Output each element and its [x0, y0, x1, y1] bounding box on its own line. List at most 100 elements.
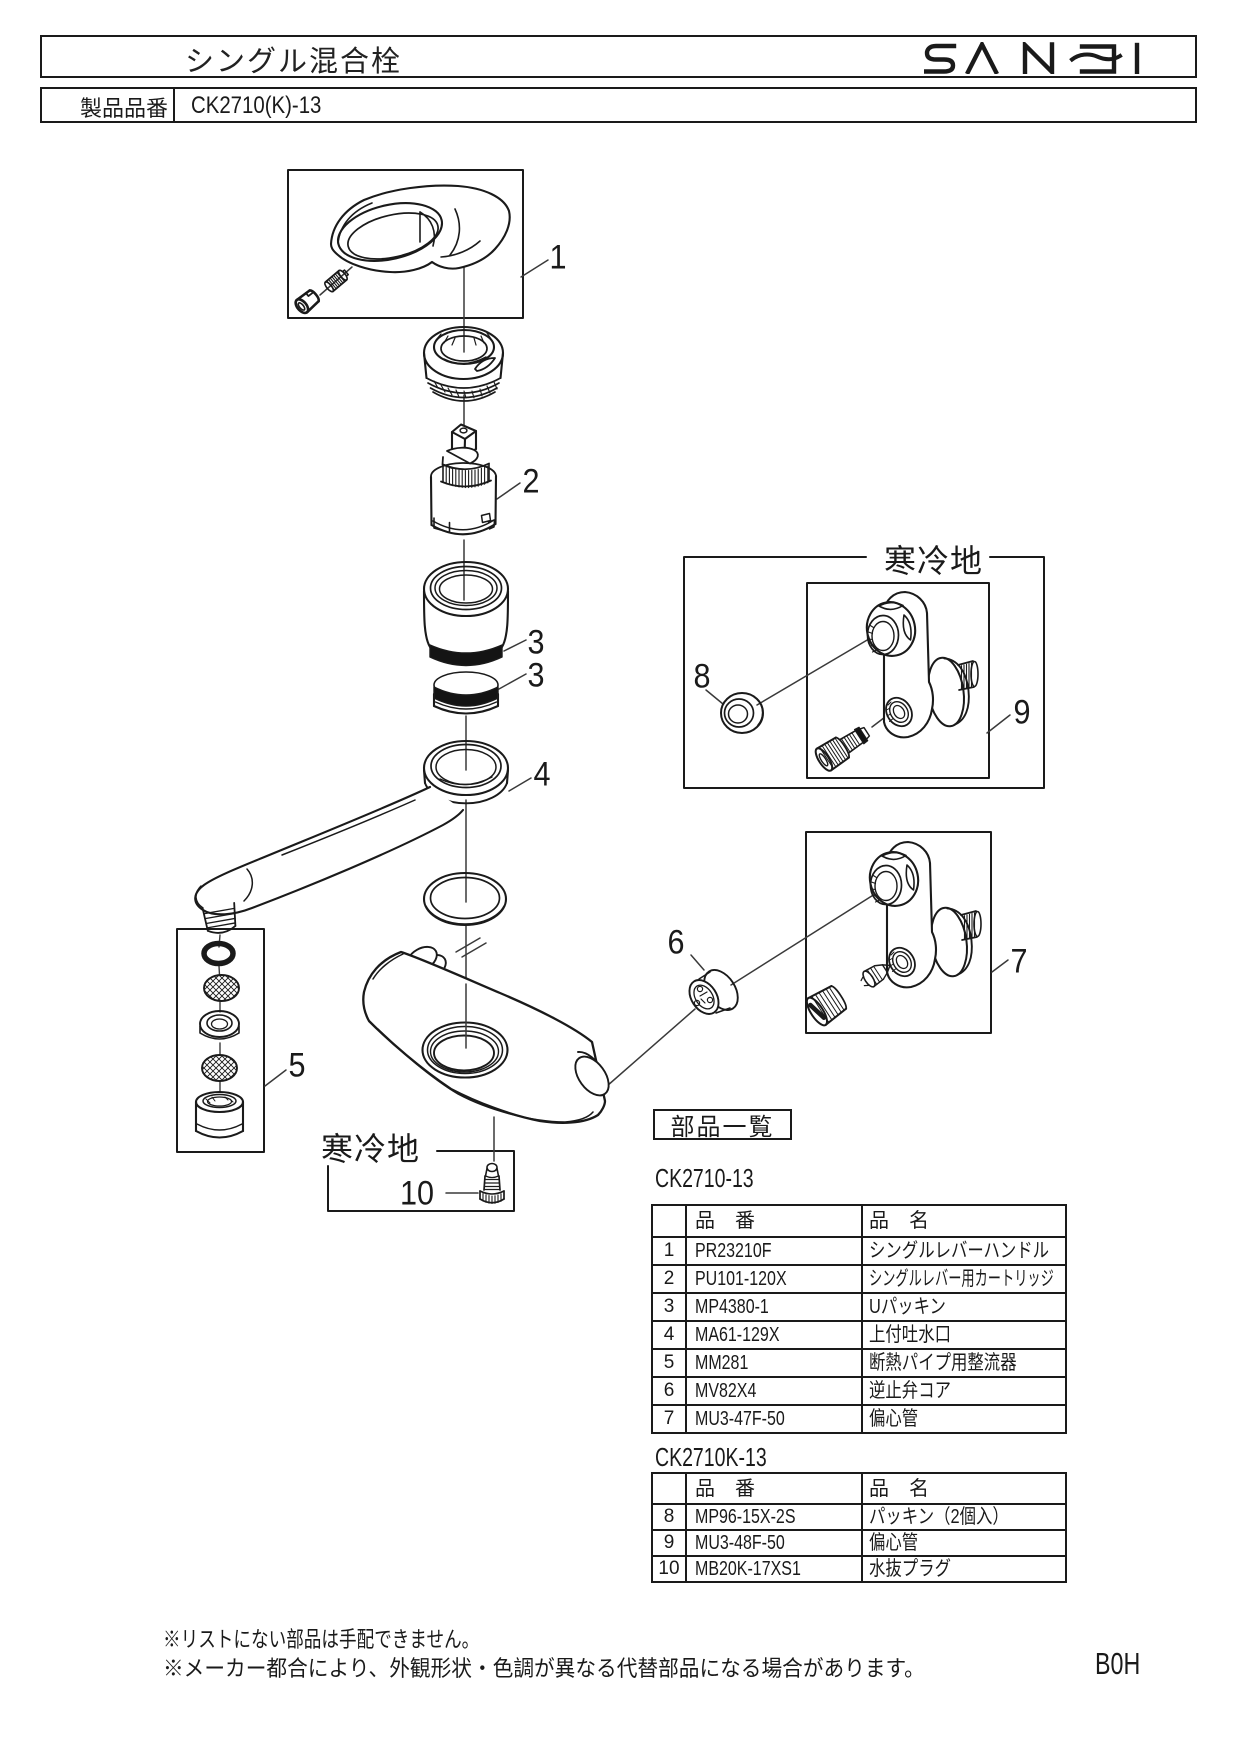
row-no: 10 [651, 1555, 687, 1583]
row-name-text: 水抜プラグ [869, 1558, 951, 1580]
model-2-label: CK2710K-13 [655, 1442, 767, 1472]
row-no: 7 [651, 1404, 687, 1434]
aerator-stack-drawing [194, 934, 245, 1139]
row-name-text: パッキン（2個入） [869, 1506, 1009, 1528]
page-title: シングル混合栓 [185, 46, 403, 78]
callout-9: 9 [1013, 693, 1031, 732]
sanei-logo [924, 42, 1140, 74]
row-name-text: 偏心管 [869, 1532, 919, 1554]
row-no: 6 [651, 1376, 687, 1406]
row-code-text: MU3-48F-50 [695, 1532, 785, 1554]
row-name: シングルレバー用カートリッジ [861, 1264, 1067, 1294]
callout-10: 10 [399, 1174, 435, 1213]
row-code-text: MM281 [695, 1352, 749, 1374]
callout-6: 6 [667, 923, 685, 962]
row-name-text: シングルレバーハンドル [869, 1240, 1050, 1262]
row-code: MA61-129X [685, 1320, 863, 1350]
callout-2: 2 [522, 462, 540, 501]
row-no: 8 [651, 1503, 687, 1531]
bezel-ring-drawing [422, 325, 505, 402]
t1-col-name: 品 名 [861, 1204, 1067, 1238]
part9-inner-box [806, 582, 990, 779]
row-code: MB20K-17XS1 [685, 1555, 863, 1583]
row-code-text: MP4380-1 [695, 1296, 769, 1318]
callout-7: 7 [1010, 942, 1028, 981]
callout-1: 1 [549, 238, 567, 277]
title-bar [40, 35, 1197, 78]
handle-screw-cap [294, 289, 320, 315]
row-name-text: 断熱パイプ用整流器 [869, 1352, 1017, 1374]
table-row: 6 MV82X4 逆止弁コア [651, 1376, 1067, 1406]
t2-col-code: 品 番 [685, 1472, 863, 1505]
row-no: 5 [651, 1348, 687, 1378]
logo-letter-a [965, 42, 999, 74]
callout-4: 4 [533, 755, 551, 794]
row-code-text: MU3-47F-50 [695, 1408, 785, 1430]
callout-8: 8 [693, 657, 711, 696]
t1-col-no [651, 1204, 687, 1238]
handle-screw [324, 269, 350, 293]
row-code: PU101-120X [685, 1264, 863, 1294]
callout-3a: 3 [527, 623, 545, 662]
row-name: シングルレバーハンドル [861, 1236, 1067, 1266]
t2-col-no [651, 1472, 687, 1505]
logo-letter-e-wave [1069, 52, 1123, 63]
row-name-text: Uパッキン [869, 1296, 946, 1318]
adapter-drawing [422, 560, 510, 715]
table-header-row: 品 番 品 名 [651, 1472, 1067, 1505]
row-no: 9 [651, 1529, 687, 1557]
cartridge-drawing [429, 423, 498, 536]
packing-bushing-drawing [720, 692, 764, 734]
logo-letter-s [924, 43, 957, 74]
product-number-label: 製品品番 [80, 96, 169, 121]
row-code: MV82X4 [685, 1376, 863, 1406]
model-1-label: CK2710-13 [655, 1163, 754, 1193]
logo-letter-n [1022, 42, 1055, 74]
row-no: 4 [651, 1320, 687, 1350]
parts-list-title-box: 部品一覧 [653, 1109, 792, 1141]
drain-plug-drawing [479, 1162, 505, 1205]
parts-table-2: 品 番 品 名 8 MP96-15X-2S パッキン（2個入） 9 MU3-48… [651, 1472, 1067, 1583]
row-code-text: PU101-120X [695, 1268, 787, 1290]
cold-region-label-bottom: 寒冷地 [321, 1131, 421, 1167]
callout-5: 5 [288, 1046, 306, 1085]
check-valve-plug-drawing [805, 985, 848, 1027]
part5-group-box [176, 928, 265, 1153]
note-2: ※メーカー都合により、外観形状・色調が異なる代替部品になる場合があります。 [163, 1656, 925, 1681]
row-name: 上付吐水口 [861, 1320, 1067, 1350]
row-name-text: シングルレバー用カートリッジ [869, 1268, 1054, 1290]
parts-table-1: 品 番 品 名 1 PR23210F シングルレバーハンドル 2 PU101-1… [651, 1204, 1067, 1434]
doc-code: B0H [1095, 1646, 1141, 1681]
leader-lines [264, 259, 1011, 1194]
row-code: MU3-47F-50 [685, 1404, 863, 1434]
spout-drawing [194, 739, 510, 934]
row-name: 断熱パイプ用整流器 [861, 1348, 1067, 1378]
product-number-value: CK2710(K)-13 [191, 92, 322, 119]
row-name-text: 偏心管 [869, 1408, 919, 1430]
row-code: MP96-15X-2S [685, 1503, 863, 1531]
product-number-bar [40, 87, 1197, 123]
table-row: 8 MP96-15X-2S パッキン（2個入） [651, 1503, 1067, 1531]
table-row: 3 MP4380-1 Uパッキン [651, 1292, 1067, 1322]
table-row: 10 MB20K-17XS1 水抜プラグ [651, 1555, 1067, 1583]
part7-box [805, 831, 992, 1034]
row-no: 3 [651, 1292, 687, 1322]
cold-region-label-top: 寒冷地 [884, 543, 984, 579]
t1-col-code: 品 番 [685, 1204, 863, 1238]
cold-region-top-box [683, 556, 1045, 789]
eccentric-pipe-drawing [865, 590, 979, 739]
cold-region-bottom-box [327, 1150, 515, 1212]
handle-drawing [294, 184, 511, 315]
table-row: 1 PR23210F シングルレバーハンドル [651, 1236, 1067, 1266]
row-code: PR23210F [685, 1236, 863, 1266]
row-code: MU3-48F-50 [685, 1529, 863, 1557]
row-code-text: MB20K-17XS1 [695, 1558, 801, 1580]
row-no: 1 [651, 1236, 687, 1266]
table-row: 5 MM281 断熱パイプ用整流器 [651, 1348, 1067, 1378]
pipe-drain-plug-drawing [814, 726, 871, 772]
row-name-text: 上付吐水口 [869, 1324, 951, 1346]
spout-thread-tip [201, 901, 237, 934]
row-name: 偏心管 [861, 1404, 1067, 1434]
table-row: 2 PU101-120X シングルレバー用カートリッジ [651, 1264, 1067, 1294]
